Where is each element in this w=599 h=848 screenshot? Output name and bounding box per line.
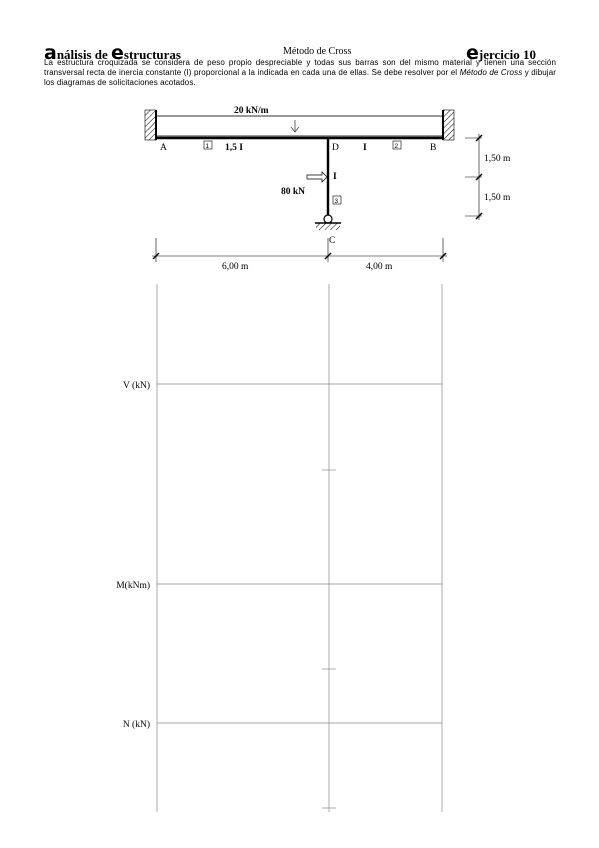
node-label-c: C — [329, 236, 335, 246]
fixed-support-a — [144, 109, 157, 141]
pin-support-c — [323, 214, 333, 224]
inertia-bar-1: 1,5 I — [225, 143, 243, 153]
ground-hatch — [316, 223, 340, 230]
bar-number-3: 3 — [335, 198, 339, 205]
problem-statement: La estructura croquizada se considera de… — [44, 58, 557, 87]
point-load-arrow-icon — [306, 171, 328, 183]
moment-diagram-label: M(kNm) — [116, 580, 150, 591]
vertical-dimension-1: 1,50 m — [484, 154, 511, 164]
bar-number-1: 1 — [206, 143, 210, 150]
axial-diagram-label: N (kN) — [123, 719, 150, 730]
shear-diagram-label: V (kN) — [123, 380, 150, 391]
horizontal-dimension-1: 6,00 m — [222, 262, 249, 272]
inertia-bar-3: I — [333, 172, 337, 182]
point-load-label: 80 kN — [281, 187, 305, 197]
fixed-support-b — [442, 109, 455, 141]
vertical-dimension-2: 1,50 m — [484, 193, 511, 203]
bar-number-2: 2 — [395, 143, 399, 150]
inertia-bar-2: I — [363, 143, 367, 153]
load-arrow-icon — [290, 126, 300, 133]
distributed-load — [155, 115, 444, 137]
method-title: Método de Cross — [283, 46, 352, 57]
node-label-a: A — [160, 143, 167, 153]
exercise-title: ejercicio 10 — [466, 42, 537, 64]
document-title: análisis de estructuras — [44, 42, 181, 64]
distributed-load-label: 20 kN/m — [234, 106, 269, 116]
horizontal-dimension-2: 4,00 m — [366, 262, 393, 272]
node-label-b: B — [430, 143, 436, 153]
node-label-d: D — [332, 143, 339, 153]
